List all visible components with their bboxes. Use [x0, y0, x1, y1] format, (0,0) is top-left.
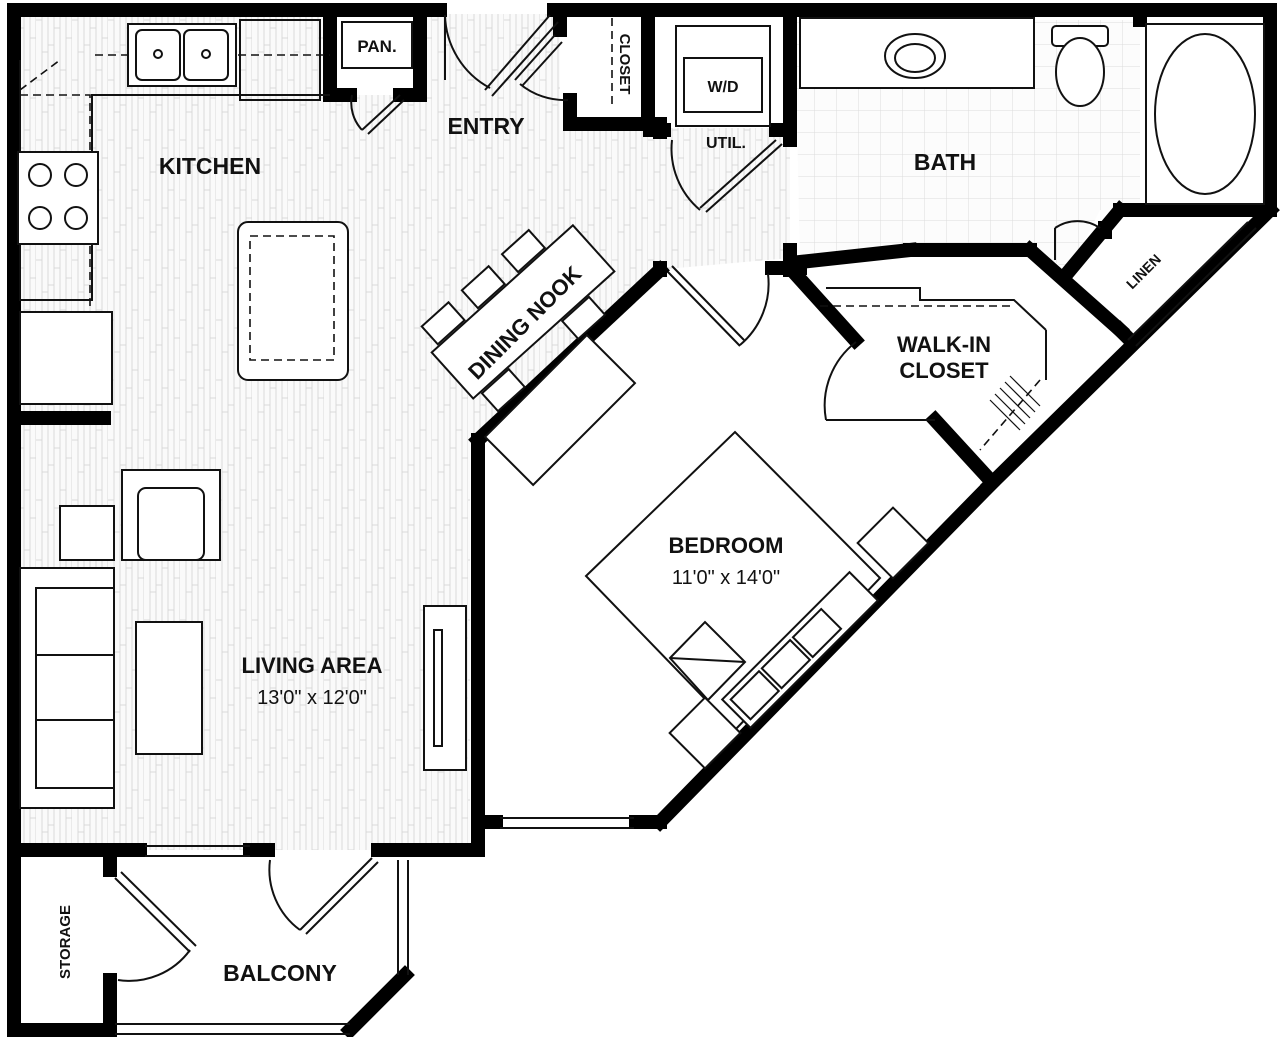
plank-floor-main — [20, 14, 790, 850]
entry-door[interactable] — [444, 14, 559, 97]
label-living-area: LIVING AREA — [242, 653, 383, 678]
armchair — [121, 469, 221, 561]
living-furniture — [19, 469, 467, 809]
label-bedroom: BEDROOM — [669, 533, 784, 558]
bed — [584, 430, 882, 732]
linen-door[interactable] — [1054, 220, 1101, 260]
storage-door[interactable] — [114, 871, 197, 982]
bathtub — [1145, 23, 1265, 205]
label-washer-dryer: W/D — [707, 79, 738, 96]
kitchen-island — [237, 221, 349, 381]
label-balcony: BALCONY — [223, 960, 337, 986]
label-utility: UTIL. — [706, 135, 746, 152]
utility-door[interactable] — [670, 139, 783, 213]
label-living-area-dims: 13'0" x 12'0" — [257, 687, 367, 709]
vanity — [799, 17, 1035, 89]
tv-console — [423, 605, 467, 771]
utility-fixtures — [341, 18, 771, 127]
label-bath: BATH — [914, 149, 976, 175]
label-entry: ENTRY — [447, 113, 524, 139]
doors — [114, 14, 1101, 982]
stove — [17, 151, 99, 245]
washer-dryer — [675, 25, 771, 127]
label-walk-in-closet-1: WALK-IN — [897, 332, 991, 357]
label-walk-in-closet-2: CLOSET — [899, 358, 989, 383]
label-linen: LINEN — [1123, 251, 1164, 292]
bedroom-furniture — [483, 333, 930, 770]
dishwasher — [239, 19, 321, 101]
side-table — [59, 505, 115, 561]
windows — [115, 221, 1257, 1035]
kitchen-fixtures — [17, 19, 349, 405]
closet-door[interactable] — [514, 34, 569, 102]
label-pantry: PAN. — [357, 37, 396, 56]
bath-fixtures — [799, 17, 1265, 205]
coffee-table — [135, 621, 203, 755]
walk-in-closet-door[interactable] — [823, 341, 935, 421]
balcony-door[interactable] — [268, 857, 379, 935]
room-labels: KITCHEN PAN. ENTRY CLOSET W/D UTIL. BATH… — [57, 34, 1164, 986]
sink — [127, 23, 237, 87]
label-kitchen: KITCHEN — [159, 153, 261, 179]
walk-in-shelving — [820, 287, 1047, 451]
dining-table — [420, 223, 616, 413]
toilet-bowl — [1055, 37, 1105, 107]
bedroom-door[interactable] — [667, 265, 770, 347]
label-closet: CLOSET — [616, 34, 633, 95]
sofa — [19, 567, 115, 809]
refrigerator — [19, 311, 113, 405]
pantry-door[interactable] — [350, 94, 405, 135]
label-storage: STORAGE — [57, 905, 74, 979]
pantry-shelf — [341, 21, 413, 69]
label-bedroom-dims: 11'0" x 14'0" — [672, 567, 780, 589]
